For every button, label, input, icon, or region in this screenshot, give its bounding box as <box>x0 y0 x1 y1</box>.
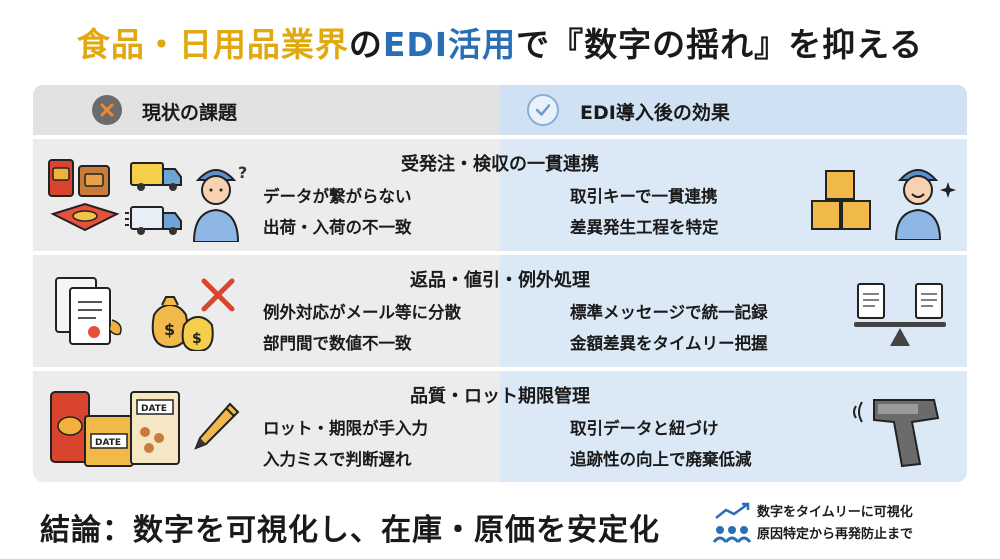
row-divider <box>33 367 967 371</box>
effects-header-label: EDI導入後の効果 <box>580 102 730 124</box>
effect-text: 金額差異をタイムリー把握 <box>570 334 768 353</box>
summary-line: 数字をタイムリーに可視化 <box>757 505 913 520</box>
issue-text: 例外対応がメール等に分散 <box>263 303 461 322</box>
title-part-industry: 食品・日用品業界 <box>76 25 349 64</box>
row-title-text: 品質・ロット期限管理 <box>404 382 596 411</box>
effect-text: 追跡性の向上で廃棄低減 <box>570 450 752 469</box>
row-title-text: 返品・値引・例外処理 <box>404 266 596 295</box>
row-title-text: 受発注・検収の一貫連携 <box>395 150 605 179</box>
effect-text: 差異発生工程を特定 <box>570 218 719 237</box>
dated-packages-icon: DATE DATE <box>50 391 180 467</box>
documents-icon <box>55 277 122 345</box>
x-circle-icon <box>92 95 122 125</box>
date-label: DATE <box>141 404 167 414</box>
delivery-truck-icon <box>125 162 182 235</box>
money-bags-icon: $ $ <box>151 278 235 351</box>
title-part-de: で <box>516 25 551 64</box>
issue-text: データが繋がらない <box>263 187 412 206</box>
check-circle-icon <box>527 94 559 126</box>
money-symbol: $ <box>192 331 202 347</box>
title-part-edi: EDI活用 <box>382 25 517 64</box>
date-label: DATE <box>95 438 121 448</box>
effect-text: 取引キーで一貫連携 <box>570 187 718 206</box>
issue-text: 入力ミスで判断遅れ <box>263 450 412 469</box>
barcode-scanner-icon <box>853 399 940 468</box>
summary-line: 原因特定から再発防止まで <box>757 527 914 542</box>
row-title: 品質・ロット期限管理 <box>0 382 1000 411</box>
title-part-highlight: 『数字の揺れ』 <box>546 18 793 66</box>
row-divider <box>33 135 967 139</box>
row-title: 返品・値引・例外処理 <box>0 266 1000 295</box>
pencil-icon <box>194 402 240 450</box>
balance-scale-icon <box>854 283 946 346</box>
row-divider <box>33 251 967 255</box>
money-symbol: $ <box>164 320 175 339</box>
question-mark: ? <box>238 163 247 182</box>
food-packages-icon <box>48 159 120 232</box>
conclusion-text: 結論：数字を可視化し、在庫・原価を安定化 <box>36 505 664 551</box>
page-title: 食品・日用品業界のEDI活用で『数字の揺れ』を抑える <box>0 18 1000 66</box>
issue-text: 出荷・入荷の不一致 <box>263 218 412 237</box>
analytics-team-icon <box>712 502 752 543</box>
stacked-boxes-icon <box>811 163 871 230</box>
issue-text: 部門間で数値不一致 <box>263 334 412 353</box>
row-title: 受発注・検収の一貫連携 <box>0 150 1000 179</box>
issues-header-label: 現状の課題 <box>142 102 238 124</box>
title-part-no: の <box>348 25 383 64</box>
title-part-suppress: を抑える <box>788 25 924 64</box>
confused-worker-icon: ? <box>192 163 247 242</box>
issue-text: ロット・期限が手入力 <box>263 419 428 438</box>
effects-header-bar <box>500 85 967 135</box>
effect-text: 取引データと紐づけ <box>570 419 719 438</box>
happy-worker-icon <box>894 169 956 240</box>
effect-text: 標準メッセージで統一記録 <box>570 303 768 322</box>
